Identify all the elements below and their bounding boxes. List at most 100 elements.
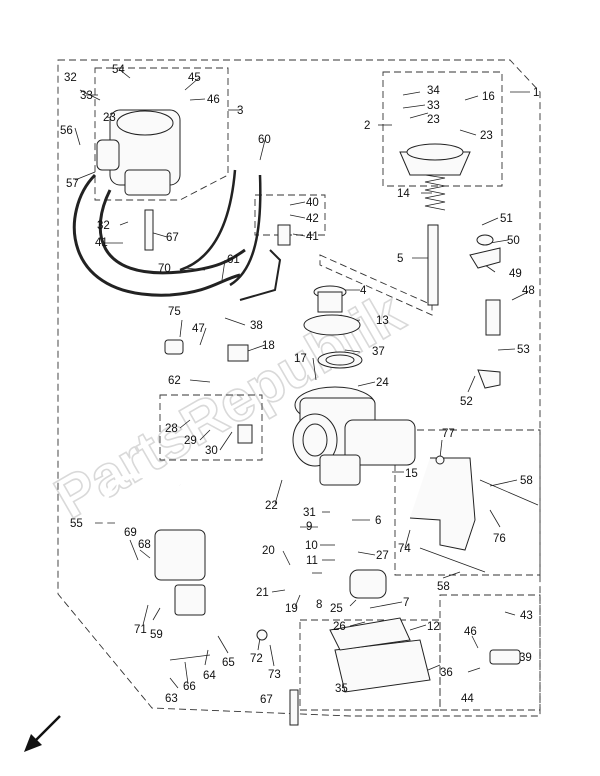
subassembly-box-3 bbox=[94, 67, 229, 201]
callout-67a: 67 bbox=[166, 232, 179, 244]
callout-43: 43 bbox=[520, 610, 533, 622]
drain-hose bbox=[102, 473, 181, 610]
callout-51: 51 bbox=[500, 213, 513, 225]
subassembly-box-43 bbox=[439, 594, 541, 711]
callout-3: 3 bbox=[237, 105, 243, 117]
callout-45: 45 bbox=[188, 72, 201, 84]
callout-5: 5 bbox=[397, 253, 403, 265]
throttle-linkage bbox=[469, 234, 501, 389]
callout-66: 66 bbox=[183, 681, 196, 693]
callout-38: 38 bbox=[250, 320, 263, 332]
callout-58b: 58 bbox=[437, 581, 450, 593]
callout-28: 28 bbox=[165, 423, 178, 435]
callout-33b: 33 bbox=[427, 100, 440, 112]
diaphragm-parts bbox=[303, 285, 363, 369]
callout-50: 50 bbox=[507, 235, 520, 247]
callout-18: 18 bbox=[262, 340, 275, 352]
orientation-arrow bbox=[24, 715, 61, 752]
callout-8: 8 bbox=[316, 599, 322, 611]
callout-21: 21 bbox=[256, 587, 269, 599]
callout-46b: 46 bbox=[464, 626, 477, 638]
callout-40: 40 bbox=[306, 197, 319, 209]
subassembly-box-4 bbox=[319, 254, 433, 316]
callout-42: 42 bbox=[306, 213, 319, 225]
callout-17: 17 bbox=[294, 353, 307, 365]
callout-54: 54 bbox=[112, 64, 125, 76]
callout-7: 7 bbox=[403, 597, 409, 609]
small-parts bbox=[144, 209, 521, 726]
callout-69: 69 bbox=[124, 527, 137, 539]
callout-68: 68 bbox=[138, 539, 151, 551]
callout-27: 27 bbox=[376, 550, 389, 562]
callout-32a: 32 bbox=[64, 72, 77, 84]
callout-36: 36 bbox=[440, 667, 453, 679]
callout-56: 56 bbox=[60, 125, 73, 137]
callout-64: 64 bbox=[203, 670, 216, 682]
callout-22: 22 bbox=[265, 500, 278, 512]
callout-62: 62 bbox=[168, 375, 181, 387]
callout-29: 29 bbox=[184, 435, 197, 447]
accelerator-pump bbox=[154, 529, 211, 661]
callout-23b: 23 bbox=[427, 114, 440, 126]
callout-71: 71 bbox=[134, 624, 147, 636]
callout-32b: 32 bbox=[97, 220, 110, 232]
assembly-boundary bbox=[57, 59, 541, 717]
callout-24: 24 bbox=[376, 377, 389, 389]
callout-34: 34 bbox=[427, 85, 440, 97]
callout-1: 1 bbox=[533, 87, 539, 99]
subassembly-box-28 bbox=[159, 394, 263, 461]
callout-65: 65 bbox=[222, 657, 235, 669]
callout-20: 20 bbox=[262, 545, 275, 557]
callout-47: 47 bbox=[192, 323, 205, 335]
callout-59: 59 bbox=[150, 629, 163, 641]
callout-11: 11 bbox=[306, 555, 318, 567]
callout-23a: 23 bbox=[103, 112, 116, 124]
callout-9: 9 bbox=[306, 521, 312, 533]
callout-4: 4 bbox=[360, 285, 367, 297]
callout-23c: 23 bbox=[480, 130, 493, 142]
callout-74: 74 bbox=[398, 543, 411, 555]
callout-33a: 33 bbox=[80, 90, 93, 102]
callout-10: 10 bbox=[305, 540, 318, 552]
callout-58a: 58 bbox=[520, 475, 533, 487]
callout-53: 53 bbox=[517, 344, 530, 356]
callout-13: 13 bbox=[376, 315, 389, 327]
vacuum-hoses bbox=[72, 169, 282, 301]
callout-41b: 41 bbox=[306, 231, 319, 243]
callout-76: 76 bbox=[493, 533, 506, 545]
callout-52: 52 bbox=[460, 396, 473, 408]
callout-57: 57 bbox=[66, 178, 79, 190]
callout-75: 75 bbox=[168, 306, 181, 318]
subassembly-box-2 bbox=[382, 71, 503, 187]
callout-41a: 41 bbox=[95, 237, 108, 249]
callout-73: 73 bbox=[268, 669, 281, 681]
subassembly-box-40 bbox=[254, 194, 326, 236]
callout-39: 39 bbox=[519, 652, 532, 664]
callout-16: 16 bbox=[482, 91, 495, 103]
callout-19: 19 bbox=[285, 603, 298, 615]
carburetor-body bbox=[292, 386, 416, 486]
callout-25: 25 bbox=[330, 603, 343, 615]
callout-14: 14 bbox=[397, 188, 410, 200]
callout-72: 72 bbox=[250, 653, 263, 665]
callout-77: 77 bbox=[442, 428, 455, 440]
top-cover-and-spring bbox=[399, 143, 471, 306]
callout-12: 12 bbox=[427, 621, 440, 633]
callout-6: 6 bbox=[375, 515, 381, 527]
callout-30: 30 bbox=[205, 445, 218, 457]
carburetor-assembly-small bbox=[96, 109, 181, 196]
callout-31: 31 bbox=[303, 507, 316, 519]
callout-15: 15 bbox=[405, 468, 418, 480]
float-chamber bbox=[329, 569, 431, 693]
callout-60: 60 bbox=[258, 134, 271, 146]
callout-2: 2 bbox=[364, 120, 370, 132]
callout-46a: 46 bbox=[207, 94, 220, 106]
callout-44: 44 bbox=[461, 693, 474, 705]
callout-26: 26 bbox=[333, 621, 346, 633]
callout-55: 55 bbox=[70, 518, 83, 530]
bracket-and-screws bbox=[409, 457, 539, 573]
callout-35: 35 bbox=[335, 683, 348, 695]
callout-37: 37 bbox=[372, 346, 385, 358]
subassembly-box-58 bbox=[394, 429, 541, 576]
